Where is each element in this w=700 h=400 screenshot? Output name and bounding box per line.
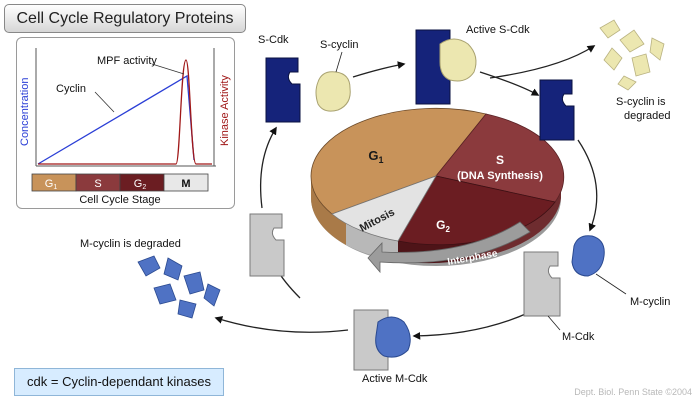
pie-g2-label: G2 — [436, 218, 450, 234]
arrow-to-m-cyclin-degraded — [214, 316, 349, 333]
pie-side-g1 — [311, 176, 346, 245]
active-s-cdk-label: Active S-Cdk — [466, 24, 530, 36]
stage-g1-label: G1 — [45, 178, 58, 191]
cycle-arrows — [214, 45, 598, 340]
pie-s-sector — [435, 113, 565, 203]
active-s-cdk-cyclin — [439, 38, 477, 82]
m-cdk-label: M-Cdk — [562, 331, 595, 343]
cell-cycle-pie: G1 S (DNA Synthesis) G2 Mitosis Interpha… — [310, 107, 565, 274]
arrow-to-s-cyclin-degraded — [489, 45, 596, 79]
credit-text: Dept. Biol. Penn State ©2004 — [574, 387, 692, 397]
stage-m-box — [163, 173, 209, 192]
stage-s-label: S — [94, 178, 101, 190]
arrow-to-m-cyclin — [577, 139, 598, 232]
s-cdk-protein — [265, 57, 301, 123]
active-m-cdk-cyclin — [375, 316, 411, 358]
stage-g2-label: G2 — [134, 178, 147, 191]
arrow-to-active-m-cdk — [412, 311, 531, 340]
pie-s-detail: (DNA Synthesis) — [457, 170, 543, 182]
stage-m-label: M — [181, 178, 190, 190]
diagram-title: Cell Cycle Regulatory Proteins — [4, 4, 246, 33]
cyclin-curve-label: Cyclin — [56, 83, 86, 95]
s-cyclin-pointer — [335, 51, 343, 73]
s-cyclin-degraded-label-1: S-cyclin is — [616, 96, 666, 108]
arrow-to-free-s-cdk — [479, 71, 540, 96]
mpf-curve — [38, 59, 212, 165]
cell-cycle-stage-label: Cell Cycle Stage — [79, 194, 160, 206]
m-cyclin-label: M-cyclin — [630, 296, 671, 308]
concentration-axis-label: Concentration — [19, 78, 31, 147]
free-s-cdk-protein — [539, 79, 575, 141]
m-cdk-protein — [523, 251, 561, 317]
mpf-activity-label: MPF activity — [97, 55, 157, 67]
m-cdk-pointer — [547, 315, 561, 331]
arrow-to-active-s-cdk — [352, 61, 406, 78]
s-cyclin-label: S-cyclin — [320, 39, 359, 51]
pie-s-label: S — [496, 153, 504, 167]
arrow-to-s-cdk — [259, 126, 277, 209]
pie-g1-sector — [310, 107, 487, 215]
m-cyclin-protein — [571, 235, 605, 277]
m-cyclin-degraded-label: M-cyclin is degraded — [80, 238, 181, 250]
pie-g1-label: G1 — [368, 148, 383, 165]
s-cyclin-fragments — [599, 19, 665, 91]
s-cdk-label: S-Cdk — [258, 34, 289, 46]
active-m-cdk-label: Active M-Cdk — [362, 373, 428, 385]
concentration-graph: MPF activity Cyclin Concentration Kinase… — [19, 48, 231, 206]
pie-mitosis-sector — [331, 175, 437, 242]
pie-side-mitosis — [346, 223, 398, 261]
cdk-definition-note: cdk = Cyclin-dependant kinases — [14, 368, 224, 396]
free-m-cdk-protein — [249, 213, 285, 277]
mpf-pointer — [151, 63, 185, 75]
interphase-arrow — [367, 221, 531, 274]
kinase-activity-axis-label: Kinase Activity — [219, 75, 231, 146]
m-cyclin-fragments — [137, 255, 221, 319]
s-cyclin-protein — [315, 71, 351, 112]
m-cyclin-pointer — [595, 273, 627, 295]
cyclin-pointer — [94, 91, 115, 113]
s-cyclin-degraded-label-2: degraded — [624, 110, 671, 122]
